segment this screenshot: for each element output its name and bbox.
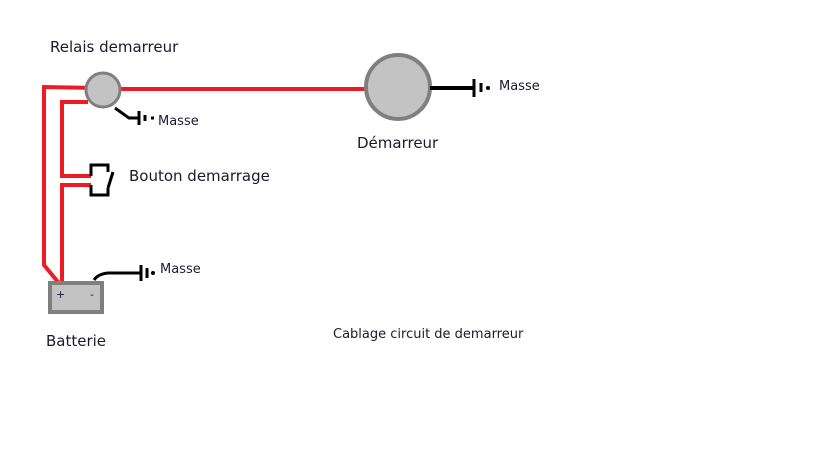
relay-to-button-wire [60, 100, 91, 178]
diagram-caption: Cablage circuit de demarreur [333, 327, 524, 342]
battery: + - [48, 281, 104, 314]
starter-motor [364, 53, 432, 121]
battery-label: Batterie [46, 332, 106, 350]
push-button-switch-icon [89, 163, 115, 197]
relay-label: Relais demarreur [50, 38, 179, 56]
battery-plus-terminal: + [56, 288, 65, 301]
button-to-battery-wire [60, 183, 91, 282]
starter-ground-icon [430, 79, 490, 97]
relay-ground-icon [114, 106, 154, 125]
relay-ground-label: Masse [158, 114, 199, 129]
relay [84, 71, 122, 109]
battery-ground-icon [92, 265, 155, 281]
starter-label: Démarreur [357, 134, 439, 152]
starter-ground-label: Masse [499, 79, 540, 94]
battery-to-relay-wire [42, 84, 99, 284]
battery-minus-terminal: - [90, 288, 94, 301]
battery-ground-label: Masse [160, 262, 201, 277]
button-label: Bouton demarrage [129, 167, 270, 185]
